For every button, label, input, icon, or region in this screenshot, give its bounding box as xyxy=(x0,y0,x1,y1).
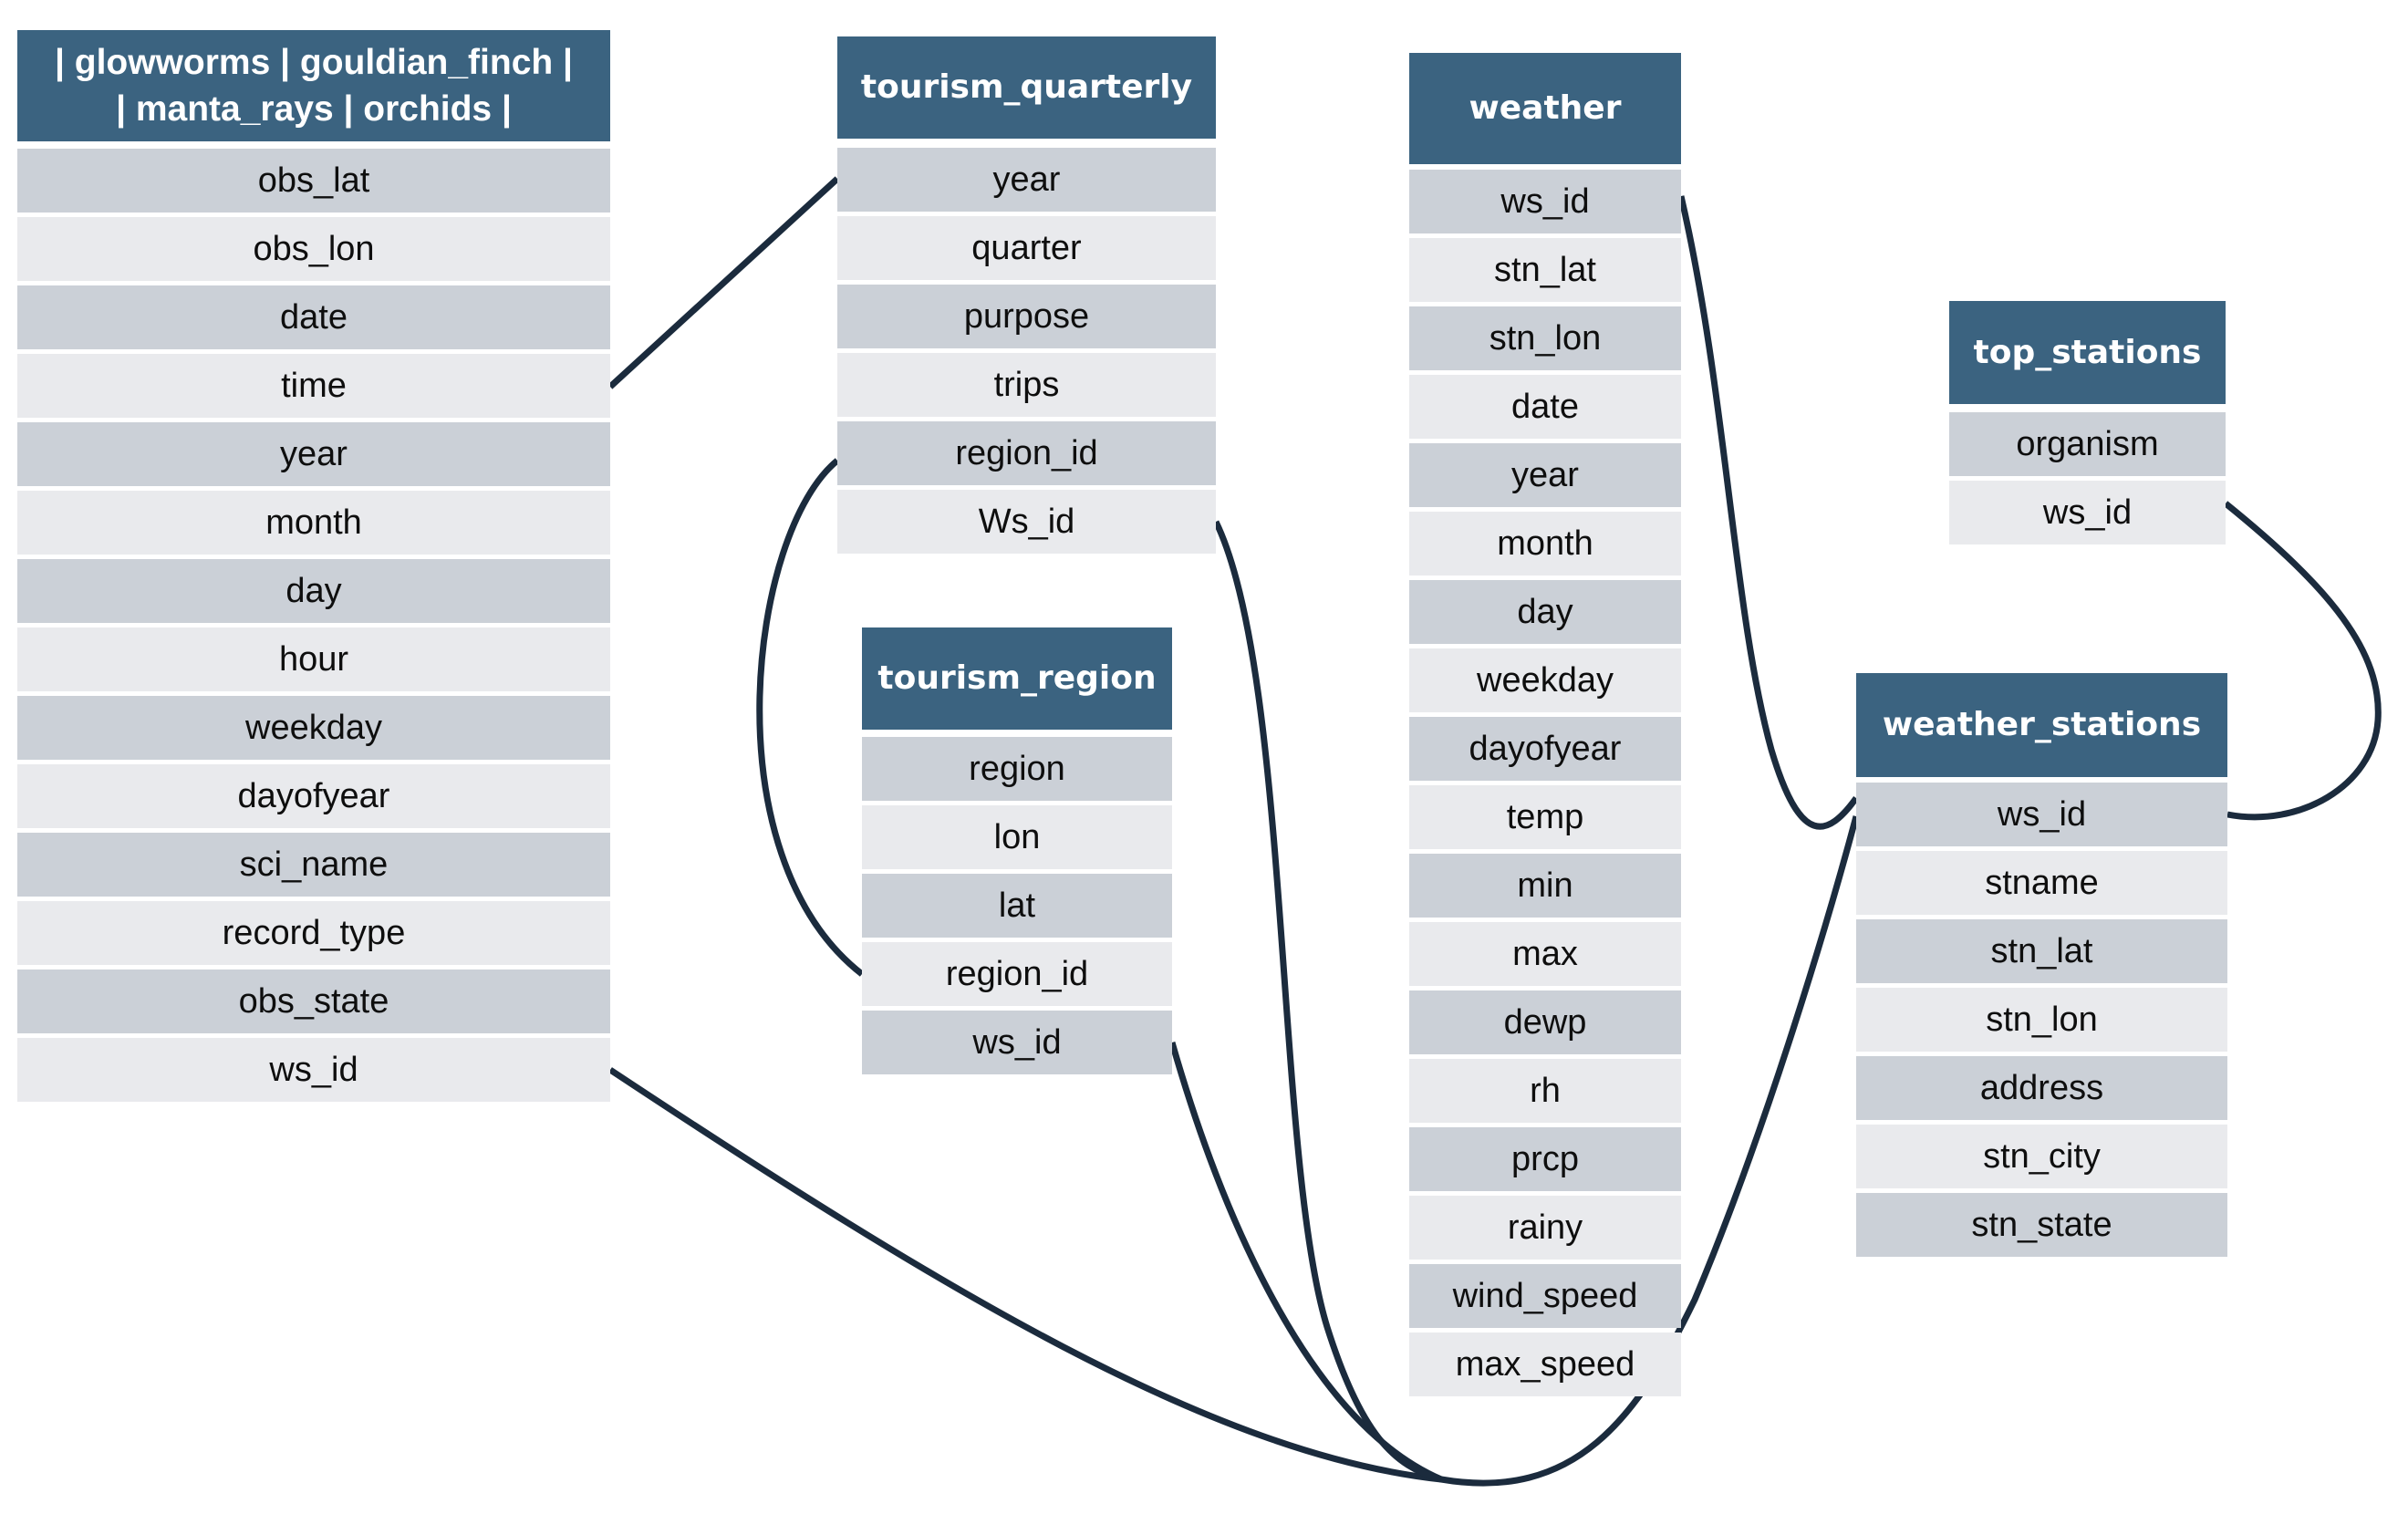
table-header-organisms: | glowworms | gouldian_finch | | manta_ra… xyxy=(17,30,610,141)
field-row-organisms-year: year xyxy=(17,422,610,486)
table-title-line: tourism_quarterly xyxy=(860,68,1193,107)
connector-organisms-ws-id-to-weather-stations-ws-id xyxy=(608,815,1860,1487)
field-row-weather-year: year xyxy=(1409,443,1681,507)
field-row-organisms-sci_name: sci_name xyxy=(17,833,610,897)
field-row-weather-max: max xyxy=(1409,922,1681,986)
field-row-weather_stations-stn_lat: stn_lat xyxy=(1856,919,2227,983)
field-row-weather-date: date xyxy=(1409,375,1681,439)
field-row-weather-rh: rh xyxy=(1409,1059,1681,1123)
connector-weather-ws-id-to-weather-stations-ws-id xyxy=(1677,195,1859,830)
field-row-tourism_region-region: region xyxy=(862,737,1172,801)
connector-organisms-time-to-tourism-quarterly-year xyxy=(607,176,840,389)
table-title-line: | glowworms | gouldian_finch | xyxy=(55,42,573,82)
field-row-tourism_quarterly-quarter: quarter xyxy=(837,216,1216,280)
table-header-weather_stations: weather_stations xyxy=(1856,673,2227,777)
table-header-tourism_region: tourism_region xyxy=(862,627,1172,730)
field-row-organisms-record_type: record_type xyxy=(17,901,610,965)
field-row-weather-wind_speed: wind_speed xyxy=(1409,1264,1681,1328)
field-row-weather_stations-stn_lon: stn_lon xyxy=(1856,988,2227,1052)
field-row-organisms-ws_id: ws_id xyxy=(17,1038,610,1102)
field-row-organisms-obs_state: obs_state xyxy=(17,970,610,1033)
field-row-weather-stn_lat: stn_lat xyxy=(1409,238,1681,302)
field-row-tourism_region-lat: lat xyxy=(862,874,1172,938)
field-row-tourism_quarterly-purpose: purpose xyxy=(837,285,1216,348)
connector-tourism-quarterly-region-id-to-tourism-region-region-id xyxy=(756,458,865,977)
table-title-line: tourism_region xyxy=(877,659,1157,698)
field-row-weather_stations-stn_state: stn_state xyxy=(1856,1193,2227,1257)
field-row-tourism_quarterly-Ws_id: Ws_id xyxy=(837,490,1216,554)
table-title-line: | manta_rays | orchids | xyxy=(116,89,512,129)
field-row-weather-min: min xyxy=(1409,854,1681,918)
field-row-organisms-hour: hour xyxy=(17,627,610,691)
field-row-top_stations-organism: organism xyxy=(1949,412,2226,476)
field-row-tourism_quarterly-trips: trips xyxy=(837,353,1216,417)
field-row-tourism_region-lon: lon xyxy=(862,805,1172,869)
field-row-organisms-date: date xyxy=(17,285,610,349)
connector-top-stations-ws-id-to-weather-stations-ws-id xyxy=(2223,501,2382,821)
field-row-organisms-day: day xyxy=(17,559,610,623)
field-row-organisms-month: month xyxy=(17,491,610,555)
field-row-weather-rainy: rainy xyxy=(1409,1196,1681,1260)
field-row-organisms-dayofyear: dayofyear xyxy=(17,764,610,828)
field-row-organisms-weekday: weekday xyxy=(17,696,610,760)
field-row-organisms-time: time xyxy=(17,354,610,418)
field-row-weather-prcp: prcp xyxy=(1409,1127,1681,1191)
connector-tourism-quarterly-ws-id-to-weather-stations-ws-id xyxy=(1212,520,1442,1483)
field-row-weather_stations-stn_city: stn_city xyxy=(1856,1125,2227,1188)
field-row-tourism_quarterly-region_id: region_id xyxy=(837,421,1216,485)
field-row-weather-temp: temp xyxy=(1409,785,1681,849)
table-header-top_stations: top_stations xyxy=(1949,301,2226,404)
field-row-weather-dewp: dewp xyxy=(1409,990,1681,1054)
field-row-weather-day: day xyxy=(1409,580,1681,644)
field-row-organisms-obs_lat: obs_lat xyxy=(17,149,610,213)
field-row-weather_stations-ws_id: ws_id xyxy=(1856,783,2227,846)
field-row-weather-ws_id: ws_id xyxy=(1409,170,1681,233)
field-row-weather_stations-address: address xyxy=(1856,1056,2227,1120)
table-title-line: top_stations xyxy=(1973,333,2202,371)
table-title-line: weather xyxy=(1469,89,1622,128)
field-row-tourism_quarterly-year: year xyxy=(837,148,1216,212)
field-row-weather-max_speed: max_speed xyxy=(1409,1333,1681,1396)
field-row-weather-weekday: weekday xyxy=(1409,648,1681,712)
field-row-tourism_region-ws_id: ws_id xyxy=(862,1011,1172,1074)
table-header-weather: weather xyxy=(1409,53,1681,164)
field-row-tourism_region-region_id: region_id xyxy=(862,942,1172,1006)
table-title-line: weather_stations xyxy=(1882,706,2202,744)
field-row-weather-month: month xyxy=(1409,512,1681,576)
table-organisms: | glowworms | gouldian_finch | | manta_ra… xyxy=(17,30,610,1102)
field-row-weather_stations-stname: stname xyxy=(1856,851,2227,915)
field-row-weather-stn_lon: stn_lon xyxy=(1409,306,1681,370)
table-header-tourism_quarterly: tourism_quarterly xyxy=(837,36,1216,139)
field-row-top_stations-ws_id: ws_id xyxy=(1949,481,2226,544)
field-row-organisms-obs_lon: obs_lon xyxy=(17,217,610,281)
field-row-weather-dayofyear: dayofyear xyxy=(1409,717,1681,781)
